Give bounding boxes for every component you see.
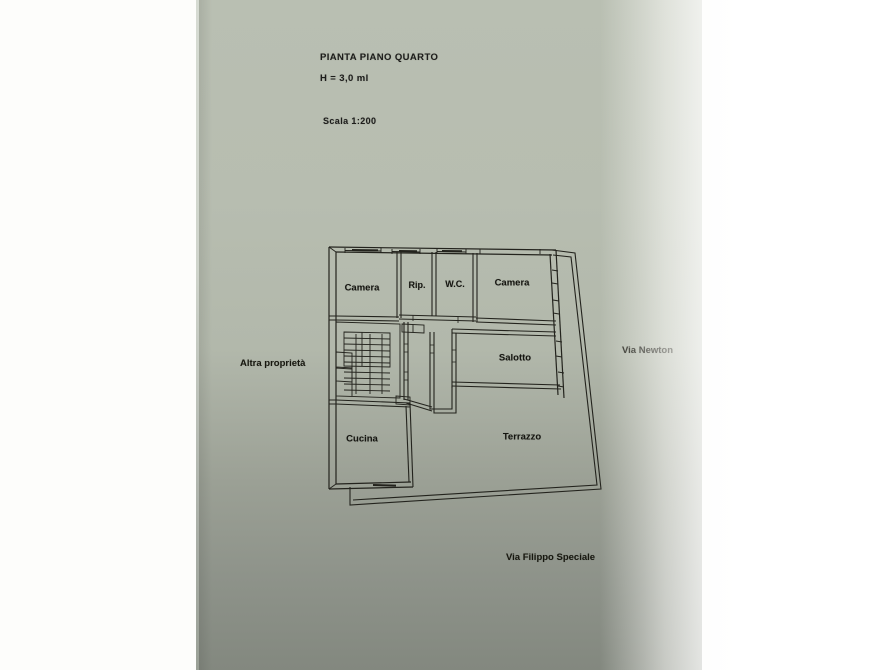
room-label-salotto: Salotto <box>498 352 532 364</box>
salotto-walls <box>451 328 562 390</box>
paper-left-edge <box>196 0 199 670</box>
room-label-rip: Rip. <box>408 280 426 290</box>
landing-box <box>401 323 425 334</box>
door-openings <box>404 315 459 381</box>
corridor-walls <box>403 322 435 412</box>
room-label-cucina: Cucina <box>346 433 378 445</box>
staircase <box>335 321 401 399</box>
room-label-terrazzo: Terrazzo <box>502 431 542 443</box>
plan-title: PIANTA PIANO QUARTO <box>320 52 439 63</box>
room-label-camera: Camera <box>344 282 380 294</box>
room-label-camera: Camera <box>494 277 530 289</box>
east-wall-niches <box>551 269 565 388</box>
annotation-via-newton: Via Newton <box>622 345 674 356</box>
wall-corner-ticks <box>328 246 337 490</box>
annotation-altra-proprieta: Altra proprietà <box>240 358 306 369</box>
window-sill-marks <box>351 248 463 253</box>
corridor-bottom-box <box>395 395 411 406</box>
plan-height-note: H = 3,0 ml <box>320 73 369 84</box>
cucina-door-sill <box>372 484 397 487</box>
annotation-via-filippo-speciale: Via Filippo Speciale <box>506 552 596 563</box>
room-label-w-c: W.C. <box>445 279 465 289</box>
plan-scale: Scala 1:200 <box>323 116 377 126</box>
terrace-inner-edge <box>429 385 457 414</box>
partition-walls <box>335 252 557 326</box>
cucina-walls <box>335 399 414 488</box>
